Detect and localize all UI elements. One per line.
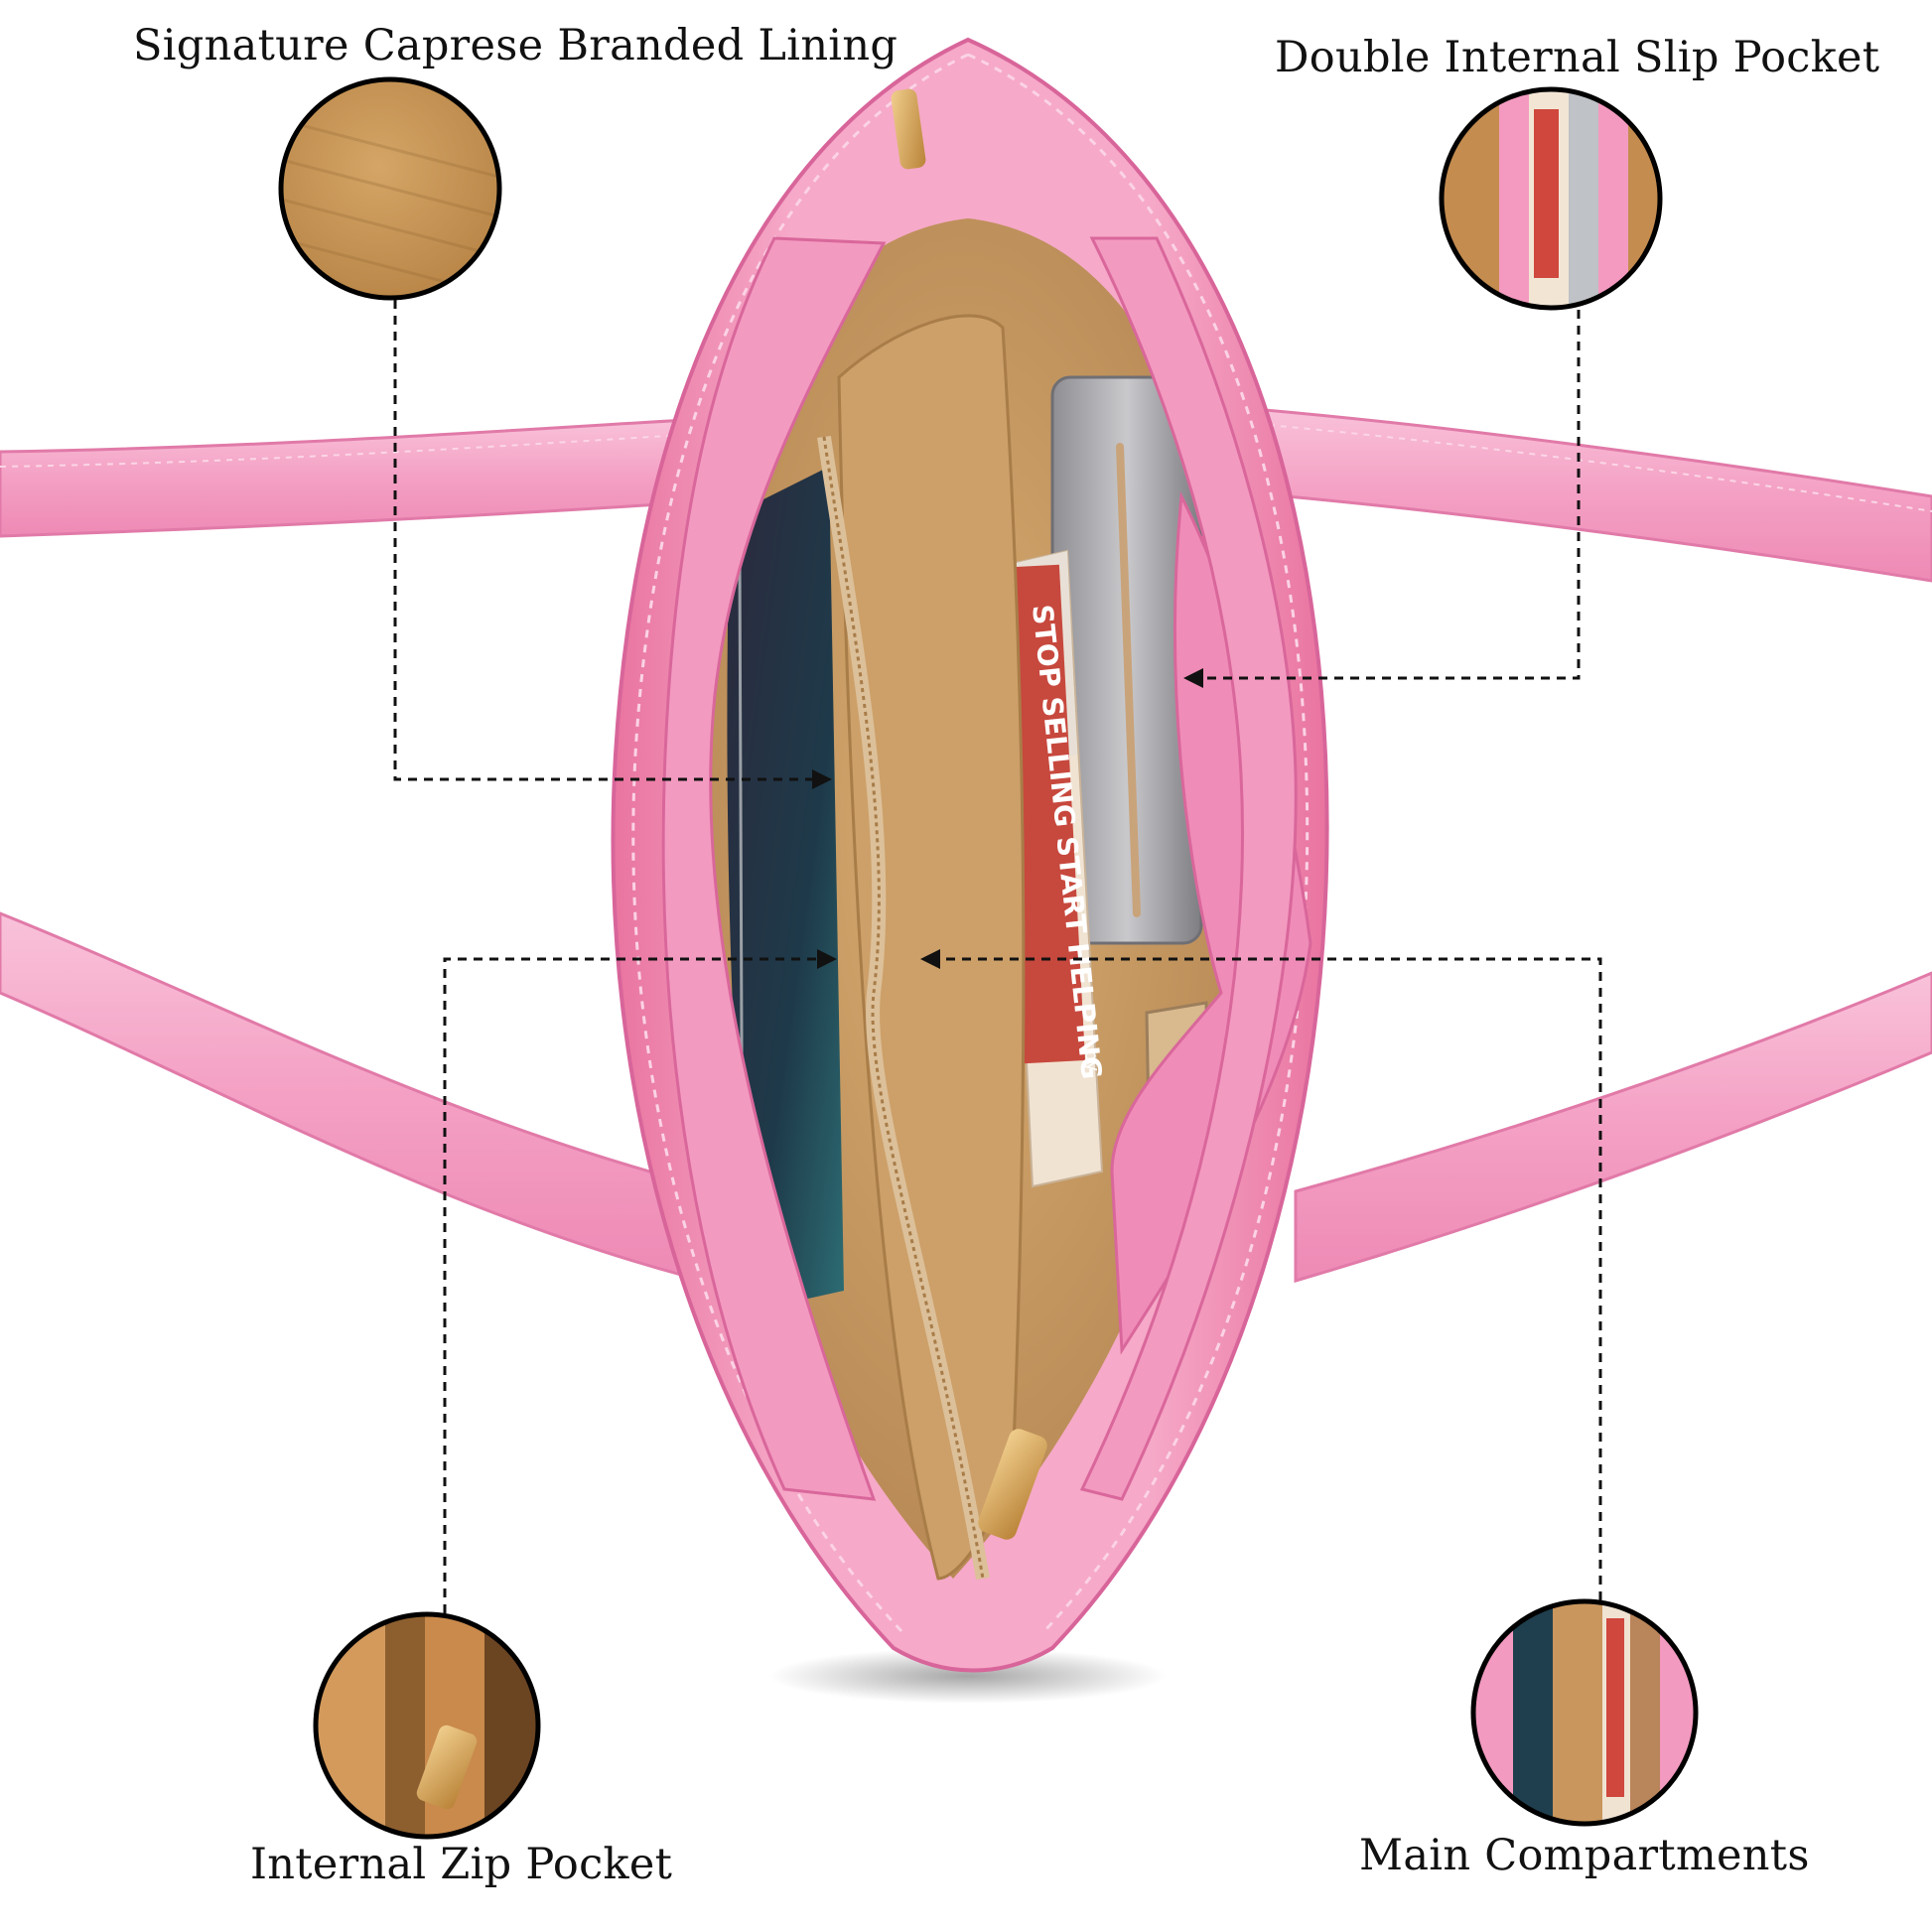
leader-arrowheads — [812, 668, 1203, 969]
bag-shadow — [769, 1648, 1167, 1704]
slip-pocket-swatch — [1439, 86, 1663, 311]
main-compartments-swatch — [1470, 1598, 1699, 1827]
tablet-device — [727, 467, 844, 1311]
bottom-strap — [0, 911, 1932, 1284]
top-zipper-pull — [891, 88, 926, 170]
bottom-zipper-pull — [978, 1429, 1047, 1540]
leader-line-main — [938, 957, 1602, 1600]
leader-line-lining — [393, 300, 814, 781]
zip-pocket-swatch — [313, 1611, 541, 1840]
callout-label-slip-pocket: Double Internal Slip Pocket — [1275, 33, 1880, 82]
callout-label-lining: Signature Caprese Branded Lining — [133, 21, 898, 70]
leader-line-slip — [1201, 310, 1581, 680]
arrow-slip — [1183, 668, 1203, 688]
left-front-pocket — [661, 236, 887, 1501]
right-front-pocket — [1079, 236, 1298, 1501]
callout-label-zip-pocket: Internal Zip Pocket — [250, 1840, 673, 1889]
pen — [1116, 443, 1141, 917]
arrow-zip — [817, 949, 837, 969]
arrow-main — [920, 949, 940, 969]
top-strap — [0, 405, 1932, 583]
callout-label-main-compartments: Main Compartments — [1359, 1831, 1810, 1880]
leader-line-zip — [443, 957, 819, 1613]
leader-lines — [393, 300, 1602, 1613]
arrow-lining — [812, 769, 832, 789]
lining-swatch — [278, 76, 502, 301]
book-author-prefix: by — [1080, 1048, 1103, 1072]
